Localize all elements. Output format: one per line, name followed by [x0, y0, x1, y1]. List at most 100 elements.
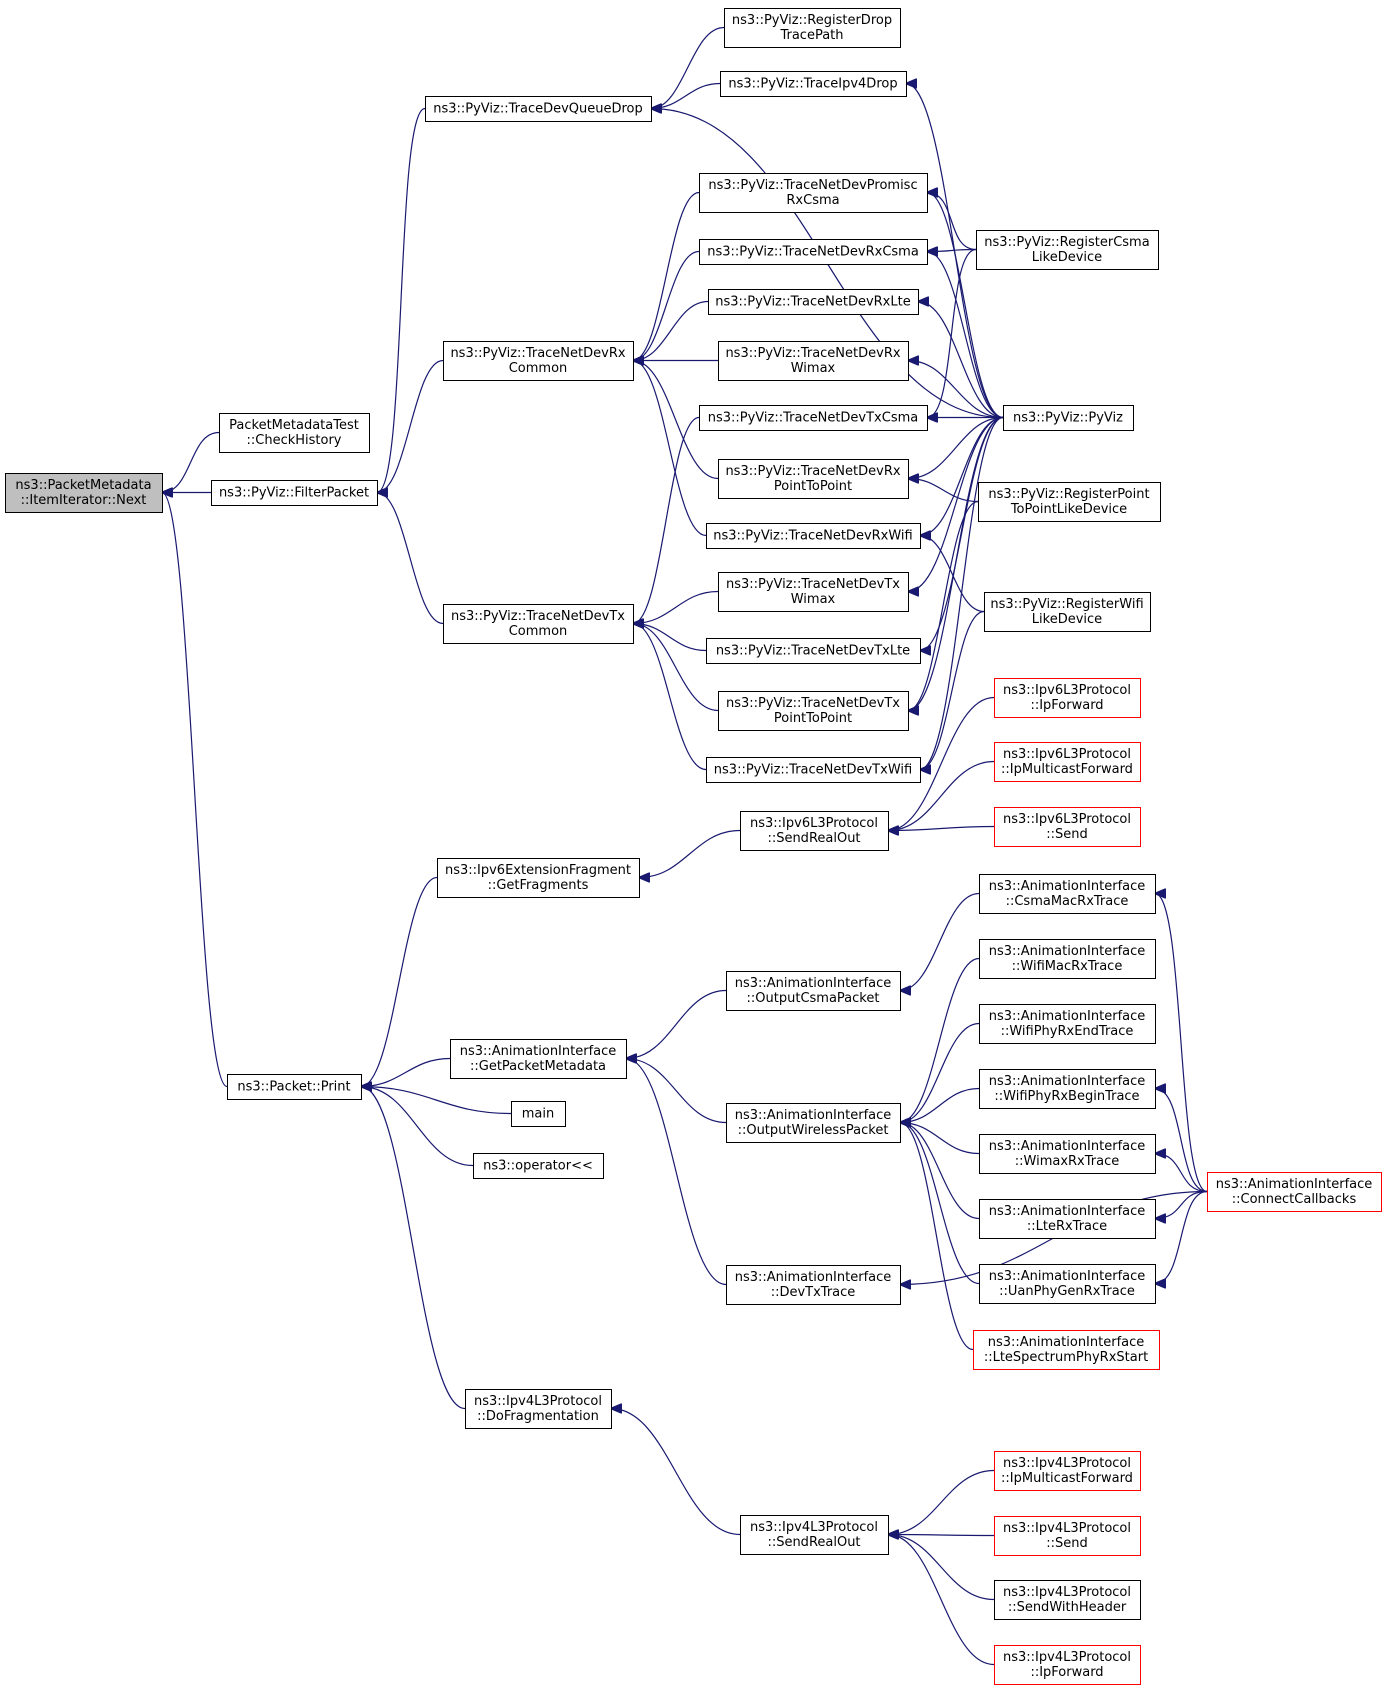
edge-csmamacrxtrace-to-outputcsmapacket [900, 892, 980, 991]
node-ipv4sendrealout[interactable]: ns3::Ipv4L3Protocol::SendRealOut [740, 1515, 889, 1555]
node-box [979, 874, 1156, 914]
node-outputcsmapacket[interactable]: ns3::AnimationInterface::OutputCsmaPacke… [726, 971, 901, 1011]
node-pyviz[interactable]: ns3::PyViz::PyViz [1003, 405, 1134, 431]
node-getpacketmetadata[interactable]: ns3::AnimationInterface::GetPacketMetada… [450, 1039, 627, 1079]
edge-connectcallbacks-to-lterxtrace [1155, 1190, 1208, 1219]
node-txwifi[interactable]: ns3::PyViz::TraceNetDevTxWifi [706, 757, 921, 783]
node-devtxtrace[interactable]: ns3::AnimationInterface::DevTxTrace [726, 1265, 901, 1305]
node-ipv4send[interactable]: ns3::Ipv4L3Protocol::Send [994, 1516, 1141, 1556]
node-ltespectrumphyrxstart[interactable]: ns3::AnimationInterface::LteSpectrumPhyR… [973, 1330, 1160, 1370]
node-label: ns3::Ipv4L3Protocol [1003, 1650, 1131, 1665]
node-box [708, 289, 919, 315]
node-regp2p[interactable]: ns3::PyViz::RegisterPointToPointLikeDevi… [978, 482, 1161, 522]
node-box [1003, 405, 1134, 431]
edge-regcsma-to-rxcsma [927, 250, 977, 252]
node-box [976, 230, 1159, 270]
edge-layer [162, 26, 1208, 1666]
edge-ipv6send-to-ipv6sendrealout [888, 827, 995, 831]
node-txcsma[interactable]: ns3::PyViz::TraceNetDevTxCsma [699, 405, 928, 431]
node-label: ::CsmaMacRxTrace [1006, 894, 1129, 909]
node-box [979, 939, 1156, 979]
node-ipv4sendwithheader[interactable]: ns3::Ipv4L3Protocol::SendWithHeader [994, 1580, 1141, 1620]
node-tracedevqueuedrop[interactable]: ns3::PyViz::TraceDevQueueDrop [425, 96, 652, 122]
node-ipv6ipforward[interactable]: ns3::Ipv6L3Protocol::IpForward [994, 678, 1141, 718]
node-box [979, 1264, 1156, 1304]
edge-rxcsma-to-tracenetdevrxcommon [633, 250, 700, 361]
node-wifiphyrxbegintrace[interactable]: ns3::AnimationInterface::WifiPhyRxBeginT… [979, 1069, 1156, 1109]
node-rxwifi[interactable]: ns3::PyViz::TraceNetDevRxWifi [706, 523, 921, 549]
node-outputwirelesspacket[interactable]: ns3::AnimationInterface::OutputWirelessP… [726, 1103, 901, 1143]
node-box [726, 1103, 901, 1143]
node-print[interactable]: ns3::Packet::Print [227, 1074, 362, 1100]
node-box [425, 96, 652, 122]
node-ipv6ipmcforward[interactable]: ns3::Ipv6L3Protocol::IpMulticastForward [994, 742, 1141, 782]
node-box [211, 480, 378, 506]
node-ipv6send[interactable]: ns3::Ipv6L3Protocol::Send [994, 807, 1141, 847]
node-label: ::OutputWirelessPacket [738, 1123, 889, 1138]
node-label: ::Send [1046, 1536, 1088, 1551]
node-lterxtrace[interactable]: ns3::AnimationInterface::LteRxTrace [979, 1199, 1156, 1239]
node-txlte[interactable]: ns3::PyViz::TraceNetDevTxLte [706, 638, 921, 664]
node-ipv6sendrealout[interactable]: ns3::Ipv6L3Protocol::SendRealOut [740, 811, 889, 851]
node-box [699, 239, 928, 265]
edge-rxp2p-to-tracenetdevrxcommon [633, 361, 719, 480]
node-next[interactable]: ns3::PacketMetadata::ItemIterator::Next [5, 473, 163, 513]
edge-ltespectrumphyrxstart-to-outputwirelesspacket [900, 1123, 974, 1351]
node-label: ::IpForward [1030, 1665, 1103, 1680]
node-ipv4ipforward[interactable]: ns3::Ipv4L3Protocol::IpForward [994, 1645, 1141, 1685]
node-ipv6getfragments[interactable]: ns3::Ipv6ExtensionFragment::GetFragments [437, 858, 640, 898]
edge-ipv4sendrealout-to-ipv4dofrag [611, 1409, 741, 1536]
node-rxlte[interactable]: ns3::PyViz::TraceNetDevRxLte [708, 289, 919, 315]
node-ipv4ipmcforward[interactable]: ns3::Ipv4L3Protocol::IpMulticastForward [994, 1451, 1141, 1491]
edge-pyviz-to-promiscrxcsma [927, 193, 1004, 419]
node-connectcallbacks[interactable]: ns3::AnimationInterface::ConnectCallback… [1207, 1172, 1382, 1212]
edge-tracenetdevrxcommon-to-filterpacket [377, 359, 444, 493]
edge-lterxtrace-to-outputwirelesspacket [900, 1123, 980, 1220]
edge-pyviz-to-rxp2p [908, 416, 1004, 479]
node-traceipv4drop[interactable]: ns3::PyViz::TraceIpv4Drop [720, 71, 907, 97]
node-label: ns3::PacketMetadata [15, 478, 151, 493]
node-label: ::DevTxTrace [771, 1285, 856, 1300]
node-box [984, 592, 1151, 632]
edge-outputcsmapacket-to-getpacketmetadata [626, 989, 727, 1059]
node-label: ns3::PyViz::TraceNetDevRx [725, 346, 900, 361]
node-box [443, 341, 634, 381]
node-wimaxrxtrace[interactable]: ns3::AnimationInterface::WimaxRxTrace [979, 1134, 1156, 1174]
node-filterpacket[interactable]: ns3::PyViz::FilterPacket [211, 480, 378, 506]
node-box [1207, 1172, 1382, 1212]
node-label: ns3::Ipv6L3Protocol [1003, 683, 1131, 698]
edge-pyviz-to-txwimax [908, 416, 1004, 592]
node-uanphygenrxtrace[interactable]: ns3::AnimationInterface::UanPhyGenRxTrac… [979, 1264, 1156, 1304]
node-main[interactable]: main [511, 1101, 566, 1127]
node-label: ::IpMulticastForward [1001, 762, 1133, 777]
node-box [994, 1580, 1141, 1620]
node-box [979, 1199, 1156, 1239]
node-box [979, 1134, 1156, 1174]
node-csmamacrxtrace[interactable]: ns3::AnimationInterface::CsmaMacRxTrace [979, 874, 1156, 914]
node-label: ns3::PyViz::TraceNetDevRxLte [715, 295, 910, 310]
node-label: ns3::AnimationInterface [988, 1335, 1145, 1350]
node-box [699, 405, 928, 431]
node-checkhistory[interactable]: PacketMetadataTest::CheckHistory [219, 413, 370, 453]
node-label: ns3::AnimationInterface [989, 1269, 1146, 1284]
node-label: PacketMetadataTest [229, 418, 359, 433]
node-label: ns3::PyViz::TraceNetDevRx [450, 346, 625, 361]
node-label: ns3::PyViz::TraceNetDevTx [726, 696, 900, 711]
node-label: RxCsma [786, 193, 839, 208]
node-label: LikeDevice [1032, 250, 1102, 265]
node-rxcsma[interactable]: ns3::PyViz::TraceNetDevRxCsma [699, 239, 928, 265]
node-ipv4dofrag[interactable]: ns3::Ipv4L3Protocol::DoFragmentation [465, 1389, 612, 1429]
node-operator[interactable]: ns3::operator<< [473, 1153, 604, 1179]
node-wifimacrxtrace[interactable]: ns3::AnimationInterface::WifiMacRxTrace [979, 939, 1156, 979]
node-wifiphyrxendtrace[interactable]: ns3::AnimationInterface::WifiPhyRxEndTra… [979, 1004, 1156, 1044]
